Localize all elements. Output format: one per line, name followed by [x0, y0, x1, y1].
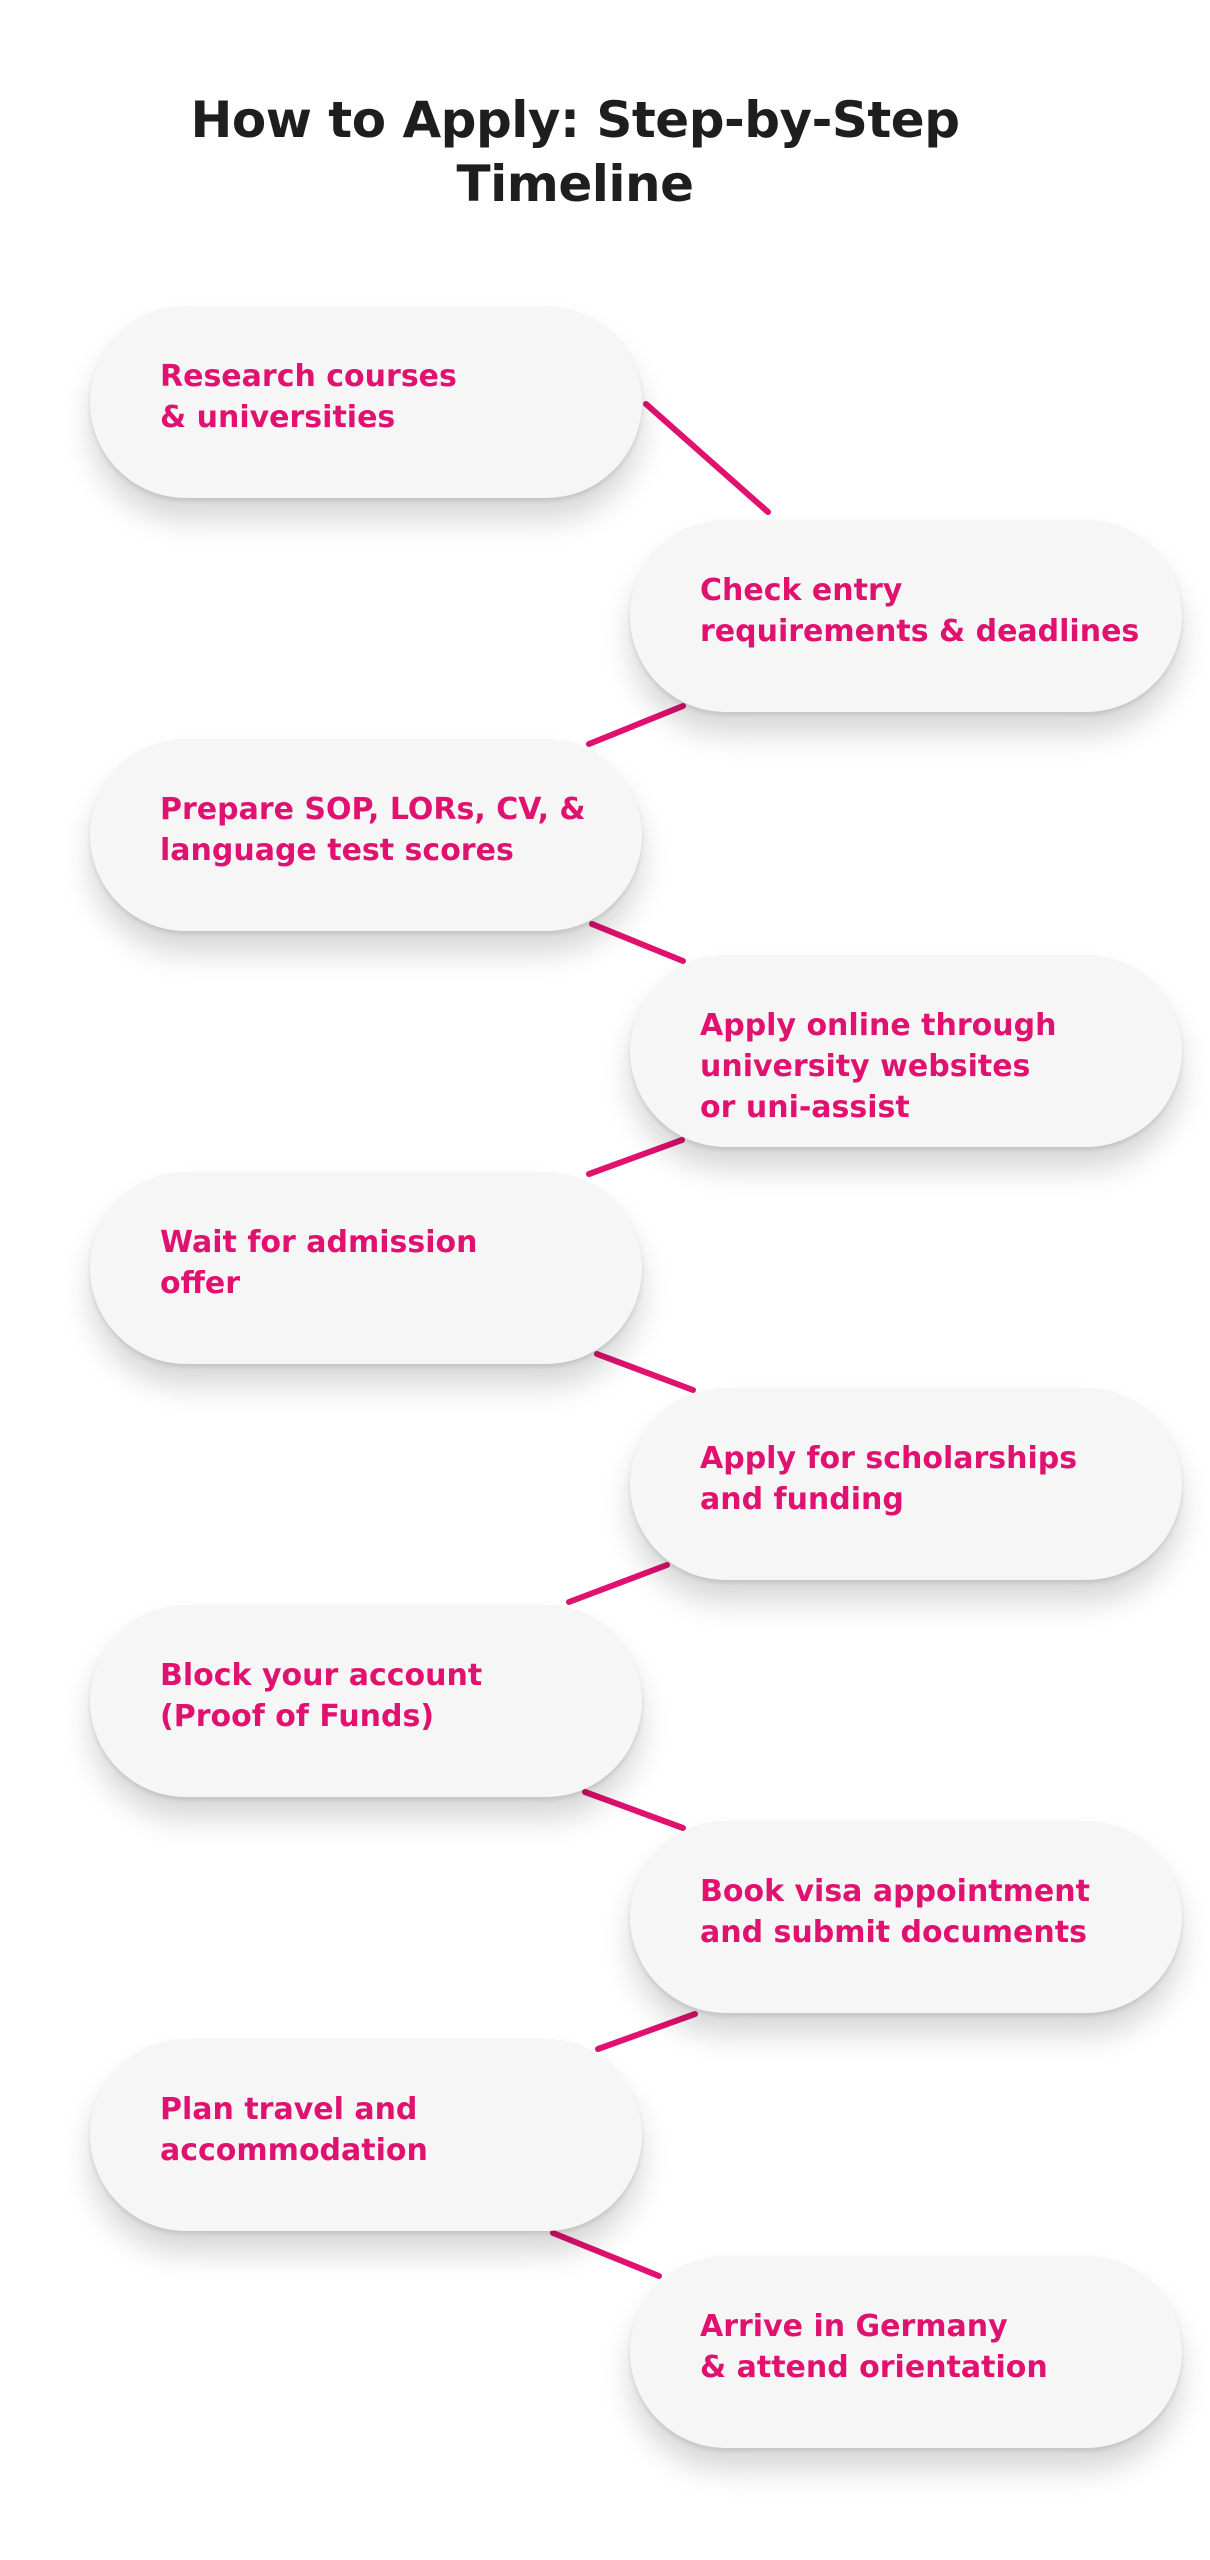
step-6: Apply for scholarships and funding — [630, 1388, 1182, 1580]
connector-1-2 — [643, 401, 771, 515]
step-label: Prepare SOP, LORs, CV, & language test s… — [160, 792, 586, 868]
step-1: Research courses & universities — [90, 306, 642, 498]
connector-9-10 — [550, 2230, 662, 2279]
step-label: Arrive in Germany & attend orientation — [700, 2309, 1048, 2385]
connector-4-5 — [586, 1137, 685, 1177]
page-title: How to Apply: Step-by-Step Timeline — [190, 91, 960, 213]
connector-5-6 — [594, 1351, 696, 1393]
connector-6-7 — [566, 1562, 670, 1605]
step-label: Block your account (Proof of Funds) — [160, 1658, 483, 1734]
step-10: Arrive in Germany & attend orientation — [630, 2256, 1182, 2448]
step-7: Block your account (Proof of Funds) — [90, 1605, 642, 1797]
step-8: Book visa appointment and submit documen… — [630, 1821, 1182, 2013]
step-label: Research courses & universities — [160, 359, 457, 435]
step-3: Prepare SOP, LORs, CV, & language test s… — [90, 739, 642, 931]
connector-8-9 — [595, 2011, 698, 2052]
step-label: Plan travel and accommodation — [160, 2092, 428, 2168]
step-label: Apply online through university websites… — [700, 1008, 1057, 1125]
connector-2-3 — [586, 703, 686, 747]
step-label: Wait for admission offer — [160, 1225, 478, 1301]
step-4: Apply online through university websites… — [630, 955, 1182, 1147]
step-label: Book visa appointment and submit documen… — [700, 1874, 1090, 1950]
connector-3-4 — [589, 921, 686, 964]
step-label: Apply for scholarships and funding — [700, 1441, 1078, 1517]
step-label: Check entry requirements & deadlines — [700, 573, 1140, 649]
step-5: Wait for admission offer — [90, 1172, 642, 1364]
connector-7-8 — [582, 1789, 686, 1831]
step-2: Check entry requirements & deadlines — [630, 520, 1182, 712]
step-9: Plan travel and accommodation — [90, 2039, 642, 2231]
